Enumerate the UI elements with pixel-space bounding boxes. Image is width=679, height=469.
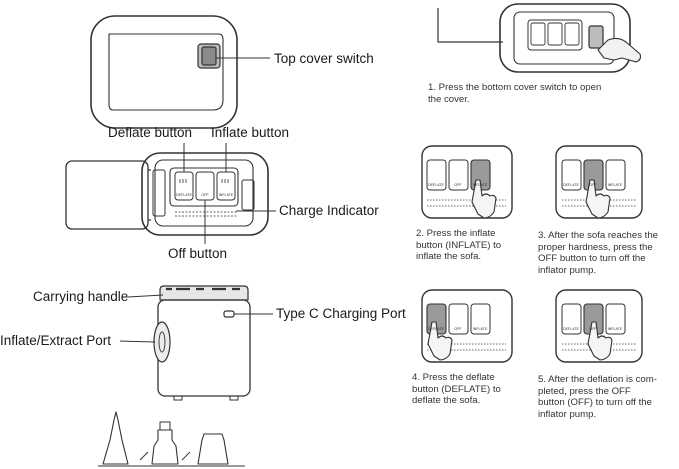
label-charge-indicator: Charge Indicator: [279, 203, 379, 218]
step5-off-face: OFF: [589, 327, 597, 331]
hand-icon: [585, 179, 611, 219]
caption-line: pleted, press the OFF: [538, 385, 631, 397]
hand-icon: [587, 321, 613, 361]
caption-line: button (INFLATE) to: [416, 239, 502, 251]
step-4-illustration: [421, 289, 513, 363]
hand-icon: [427, 321, 453, 361]
step2-deflate-face: DEFLATE: [428, 183, 445, 187]
caption-line: 4. Press the deflate: [412, 372, 495, 383]
caption-line: inflator pump.: [538, 408, 597, 420]
step3-off-face: OFF: [589, 183, 597, 187]
step3-inflate-face: INFLATE: [608, 183, 623, 187]
step-2-caption: 2. Press the inflate button (INFLATE) to…: [416, 228, 501, 263]
label-inflate-extract-port: Inflate/Extract Port: [0, 333, 112, 348]
step-3-illustration: [555, 145, 643, 219]
caption-line: 1. Press the bottom cover switch to open: [428, 82, 602, 93]
step-4-caption: 4. Press the deflate button (DEFLATE) to…: [412, 372, 501, 407]
pump-top-view-open: [65, 143, 276, 244]
type-c-port-icon: [223, 310, 235, 318]
step-3-caption: 3. After the sofa reaches the proper har…: [538, 230, 658, 276]
step5-deflate-face: DEFLATE: [563, 327, 580, 331]
nozzle-attachments: [98, 411, 245, 467]
top-cover-switch-icon: [201, 46, 217, 66]
step-5-illustration: [555, 289, 643, 363]
label-deflate-button: Deflate button: [108, 125, 193, 140]
step2-inflate-face: INFLATE: [473, 183, 488, 187]
label-carrying-handle: Carrying handle: [33, 289, 129, 304]
step3-deflate-face: DEFLATE: [563, 183, 580, 187]
hand-icon: [471, 179, 497, 219]
caption-line: inflator pump.: [538, 264, 597, 276]
step-2-illustration: [421, 145, 513, 219]
label-inflate-button: Inflate button: [211, 125, 290, 140]
step4-inflate-face: INFLATE: [473, 327, 488, 331]
deflate-face-text: DEFLATE: [176, 193, 193, 197]
caption-line: OFF button to turn off the: [538, 253, 646, 264]
caption-line: button (OFF) to turn off the: [538, 397, 652, 408]
step-1-caption: 1. Press the bottom cover switch to open…: [428, 82, 601, 105]
caption-line: the cover.: [428, 93, 470, 105]
step-5-caption: 5. After the deflation is com- pleted, p…: [538, 374, 657, 420]
pump-side-view: [119, 285, 273, 401]
inflate-extract-port-icon: [153, 321, 171, 363]
caption-line: 5. After the deflation is com-: [538, 374, 657, 385]
step4-off-face: OFF: [454, 327, 462, 331]
inflate-face-text: INFLATE: [219, 193, 234, 197]
caption-line: inflate the sofa.: [416, 251, 482, 262]
off-face-text: OFF: [201, 193, 209, 197]
pump-top-view-closed: [90, 15, 238, 129]
caption-line: proper hardness, press the: [538, 241, 653, 253]
caption-line: 3. After the sofa reaches the: [538, 230, 658, 241]
caption-line: 2. Press the inflate: [416, 228, 496, 239]
label-off-button: Off button: [168, 246, 228, 261]
step-1-illustration: [437, 3, 642, 73]
step5-inflate-face: INFLATE: [608, 327, 623, 331]
caption-line: button (DEFLATE) to: [412, 383, 501, 395]
step4-deflate-face: DEFLATE: [428, 327, 445, 331]
hand-icon: [597, 37, 642, 63]
step2-off-face: OFF: [454, 183, 462, 187]
caption-line: deflate the sofa.: [412, 395, 481, 406]
label-type-c-port: Type C Charging Port: [276, 306, 406, 321]
label-top-cover-switch: Top cover switch: [274, 51, 374, 66]
